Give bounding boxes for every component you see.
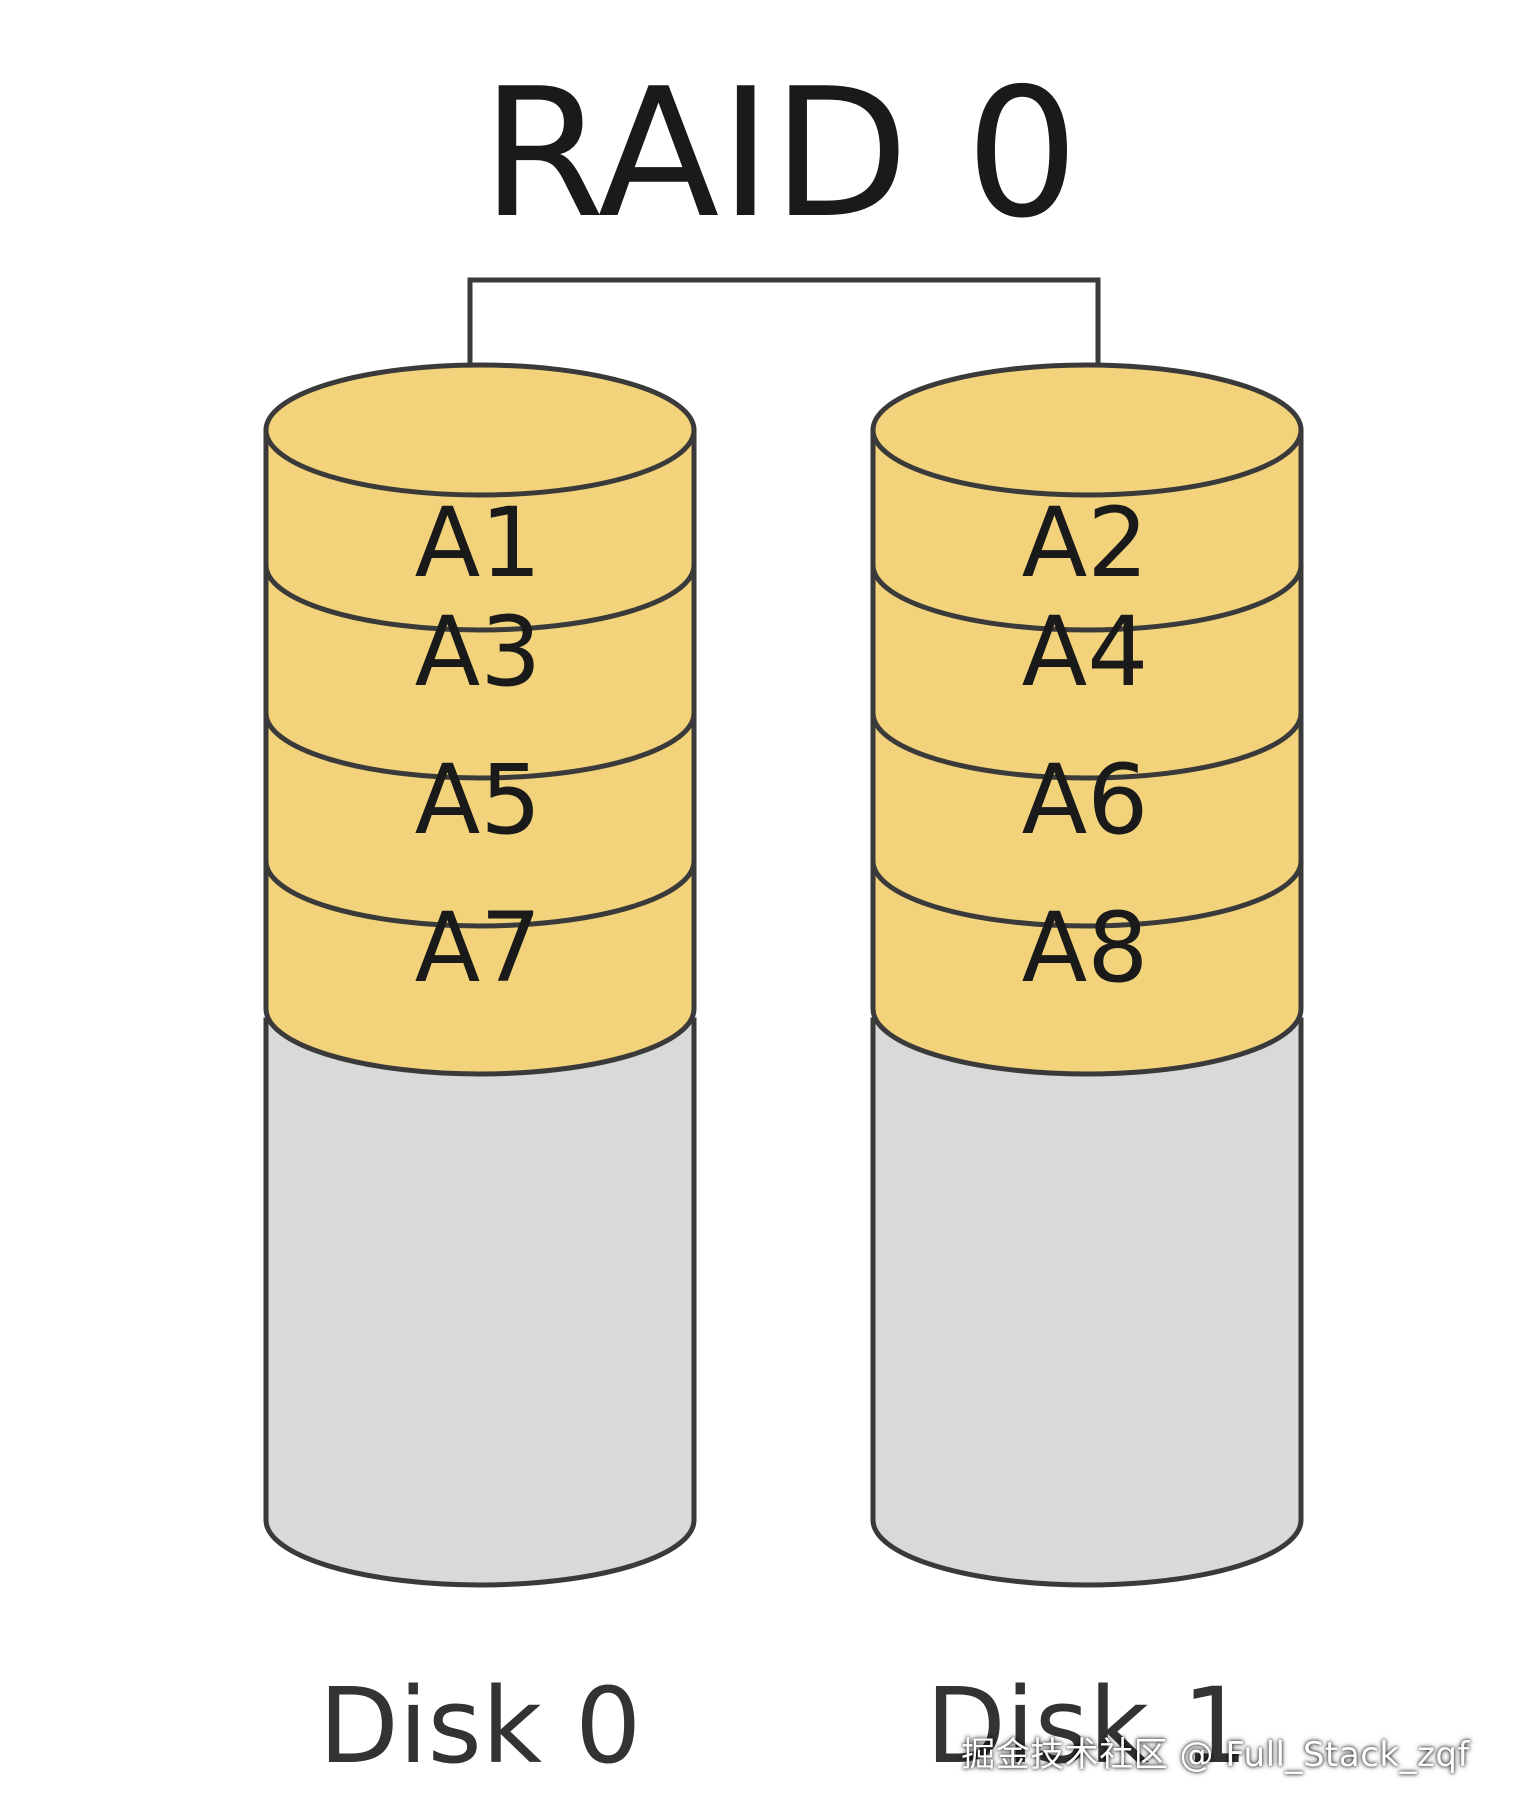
disk-0-block-label-1: A3 bbox=[415, 596, 542, 708]
disk-0-block-label-3: A7 bbox=[415, 892, 542, 1004]
disk-1-block-label-3: A8 bbox=[1022, 892, 1149, 1004]
disk-0-label: Disk 0 bbox=[319, 1665, 642, 1787]
disk-0-block-label-0: A1 bbox=[415, 487, 542, 599]
disk-1-empty-body bbox=[870, 1017, 1304, 1588]
disk-1-block-label-2: A6 bbox=[1022, 744, 1149, 856]
disk-0-block-label-2: A5 bbox=[415, 744, 542, 856]
watermark-text: 掘金技术社区 @ Full_Stack_zqf bbox=[961, 1735, 1470, 1775]
disk-1-empty-shape bbox=[870, 1017, 1304, 1588]
disk-0-empty-body bbox=[263, 1017, 697, 1588]
disk-1-top-cap bbox=[870, 362, 1304, 498]
raid-connector-line bbox=[467, 277, 1101, 425]
disk-1-block-label-0: A2 bbox=[1022, 487, 1149, 599]
disk-0-top-cap bbox=[263, 362, 697, 498]
diagram-title: RAID 0 bbox=[481, 50, 1079, 257]
disk-1-label: Disk 1 bbox=[926, 1665, 1249, 1787]
disk-0-empty-shape bbox=[263, 1017, 697, 1588]
disk-1-block-label-1: A4 bbox=[1022, 596, 1149, 708]
